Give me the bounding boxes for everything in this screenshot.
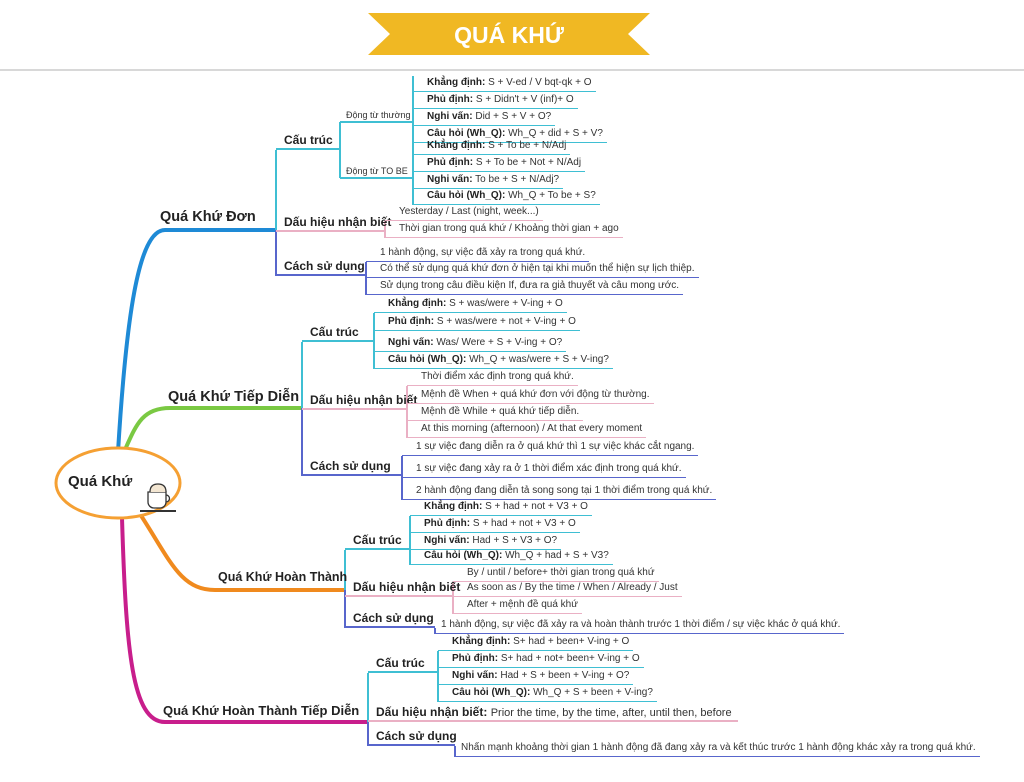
structure-item: Nghi vấn: Had + S + been + V-ing + O? xyxy=(438,669,634,685)
sign-item: Thời điểm xác định trong quá khứ. xyxy=(407,370,578,386)
center-node-label: Quá Khứ xyxy=(68,473,133,490)
structure-item: Phủ định: S + was/were + not + V-ing + O xyxy=(374,315,580,331)
title-divider xyxy=(0,69,1024,71)
branch-simple-past: Quá Khứ Đơn xyxy=(160,209,256,225)
structure-item: Câu hỏi (Wh_Q): Wh_Q + To be + S? xyxy=(413,189,600,205)
sign-item: Mệnh đề When + quá khứ đơn với động từ t… xyxy=(407,388,654,404)
structure-item: Phủ định: S+ had + not+ been+ V-ing + O xyxy=(438,652,644,668)
branch-line-past-perfect-continuous xyxy=(120,517,368,724)
branch-past-perfect-continuous: Quá Khứ Hoàn Thành Tiếp Diễn xyxy=(163,703,360,718)
structure-item: Khẳng định: S + was/were + V-ing + O xyxy=(374,297,567,313)
sign-item: Thời gian trong quá khứ / Khoảng thời gi… xyxy=(385,222,623,238)
group-label: Động từ thường xyxy=(340,108,413,123)
signs-value: Prior the time, by the time, after, unti… xyxy=(490,707,732,719)
structure-label: Cấu trúc xyxy=(302,325,374,342)
structure-item: Nghi vấn: Did + S + V + O? xyxy=(413,110,556,126)
branch-past-perfect: Quá Khứ Hoàn Thành xyxy=(218,570,348,584)
usage-item: 1 hành động, sự việc đã xảy ra và hoàn t… xyxy=(435,618,845,634)
structure-item: Câu hỏi (Wh_Q): Wh_Q + had + S + V3? xyxy=(410,549,613,565)
sign-item: After + mệnh đề quá khứ xyxy=(453,598,582,614)
structure-item: Khẳng định: S + V-ed / V bqt-qk + O xyxy=(413,76,596,92)
structure-item: Câu hỏi (Wh_Q): Wh_Q + was/were + S + V-… xyxy=(374,353,613,369)
coffee-cup-icon xyxy=(140,483,176,512)
structure-item: Khẳng định: S + To be + N/Adj xyxy=(413,139,571,155)
title-banner xyxy=(368,13,650,55)
usage-item: Nhấn mạnh khoảng thời gian 1 hành động đ… xyxy=(455,741,980,757)
sign-item: By / until / before+ thời gian trong quá… xyxy=(453,566,659,582)
structure-item: Khẳng định: S + had + not + V3 + O xyxy=(410,500,592,516)
branch-line-past-continuous xyxy=(122,406,302,453)
structure-item: Khẳng định: S+ had + been+ V-ing + O xyxy=(438,635,634,651)
usage-item: 1 hành động, sự việc đã xảy ra trong quá… xyxy=(366,246,590,262)
group-label: Động từ TO BE xyxy=(340,164,413,179)
usage-label: Cách sử dụng xyxy=(345,611,435,628)
usage-item: Sử dụng trong câu điều kiện If, đưa ra g… xyxy=(366,279,684,295)
structure-item: Nghi vấn: To be + S + N/Adj? xyxy=(413,173,564,189)
branch-line-past-perfect xyxy=(138,512,345,592)
signs-label: Dấu hiệu nhận biết xyxy=(302,393,417,410)
usage-item: 1 sự việc đang diễn ra ở quá khứ thì 1 s… xyxy=(402,440,699,456)
sign-item: Yesterday / Last (night, week...) xyxy=(385,205,543,221)
structure-item: Phủ định: S + had + not + V3 + O xyxy=(410,517,580,533)
usage-label: Cách sử dụng xyxy=(302,459,402,476)
usage-item: 1 sự việc đang xảy ra ở 1 thời điểm xác … xyxy=(402,462,686,478)
structure-item: Phủ định: S + To be + Not + N/Adj xyxy=(413,156,586,172)
structure-label: Cấu trúc xyxy=(368,656,438,673)
usage-label: Cách sử dụng xyxy=(276,259,366,276)
structure-item: Nghi vấn: Was/ Were + S + V-ing + O? xyxy=(374,336,567,352)
branch-past-continuous: Quá Khứ Tiếp Diễn xyxy=(168,389,300,405)
structure-label: Cấu trúc xyxy=(345,533,410,550)
sign-item: At this morning (afternoon) / At that ev… xyxy=(407,422,647,438)
sign-item: Mệnh đề While + quá khứ tiếp diễn. xyxy=(407,405,584,421)
structure-item: Câu hỏi (Wh_Q): Wh_Q + did + S + V? xyxy=(413,127,607,143)
structure-item: Câu hỏi (Wh_Q): Wh_Q + S + been + V-ing? xyxy=(438,686,657,702)
page-title: QUÁ KHỨ xyxy=(454,22,564,48)
signs-label: Dấu hiệu nhận biết: Prior the time, by t… xyxy=(368,705,738,722)
sign-item: As soon as / By the time / When / Alread… xyxy=(453,581,682,597)
structure-label: Cấu trúc xyxy=(276,133,340,150)
usage-item: 2 hành động đang diễn tả song song tại 1… xyxy=(402,484,717,500)
signs-label: Dấu hiệu nhận biết xyxy=(276,215,391,232)
usage-label: Cách sử dụng xyxy=(368,729,457,746)
branch-line-simple-past xyxy=(116,228,276,453)
usage-item: Có thể sử dụng quá khứ đơn ở hiện tại kh… xyxy=(366,262,699,278)
signs-label: Dấu hiệu nhận biết xyxy=(345,580,460,597)
structure-item: Nghi vấn: Had + S + V3 + O? xyxy=(410,534,562,550)
structure-item: Phủ định: S + Didn't + V (inf)+ O xyxy=(413,93,578,109)
